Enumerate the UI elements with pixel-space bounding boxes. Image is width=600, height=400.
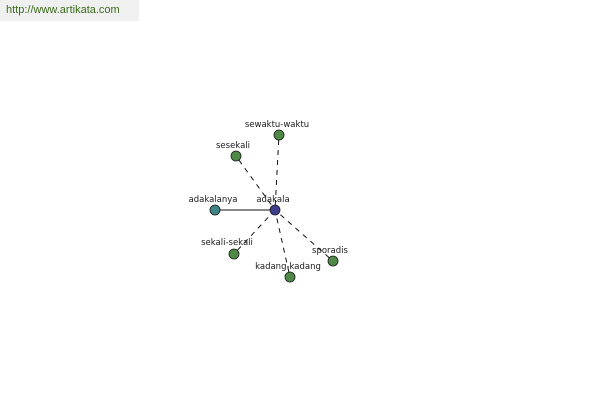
edge-sewaktu-waktu <box>274 139 280 206</box>
graph-edges <box>220 139 330 273</box>
node-label-sesekali[interactable]: sesekali <box>216 141 250 151</box>
edge-sekali-sekali <box>237 213 272 251</box>
node-adakalanya[interactable] <box>209 204 221 216</box>
node-label-center[interactable]: adakala <box>256 195 289 205</box>
node-label-adakalanya[interactable]: adakalanya <box>189 195 238 205</box>
node-label-sekali-sekali[interactable]: sekali-sekali <box>201 238 253 248</box>
node-sporadis[interactable] <box>327 255 339 267</box>
edge-sporadis <box>278 212 330 259</box>
source-link[interactable]: http://www.artikata.com <box>6 4 120 16</box>
node-sekali-sekali[interactable] <box>228 248 240 260</box>
node-label-sporadis[interactable]: sporadis <box>312 246 348 256</box>
graph-nodes: sewaktu-waktu sesekali adakalanya sekali-se… <box>189 120 349 283</box>
node-sesekali[interactable] <box>230 150 242 162</box>
node-label-sewaktu-waktu[interactable]: sewaktu-waktu <box>245 120 309 130</box>
source-bar: http://www.artikata.com <box>0 0 139 21</box>
node-label-kadang-kadang[interactable]: kadang-kadang <box>255 262 321 272</box>
node-center[interactable] <box>269 204 281 216</box>
node-sewaktu-waktu[interactable] <box>273 129 285 141</box>
node-kadang-kadang[interactable] <box>284 271 296 283</box>
